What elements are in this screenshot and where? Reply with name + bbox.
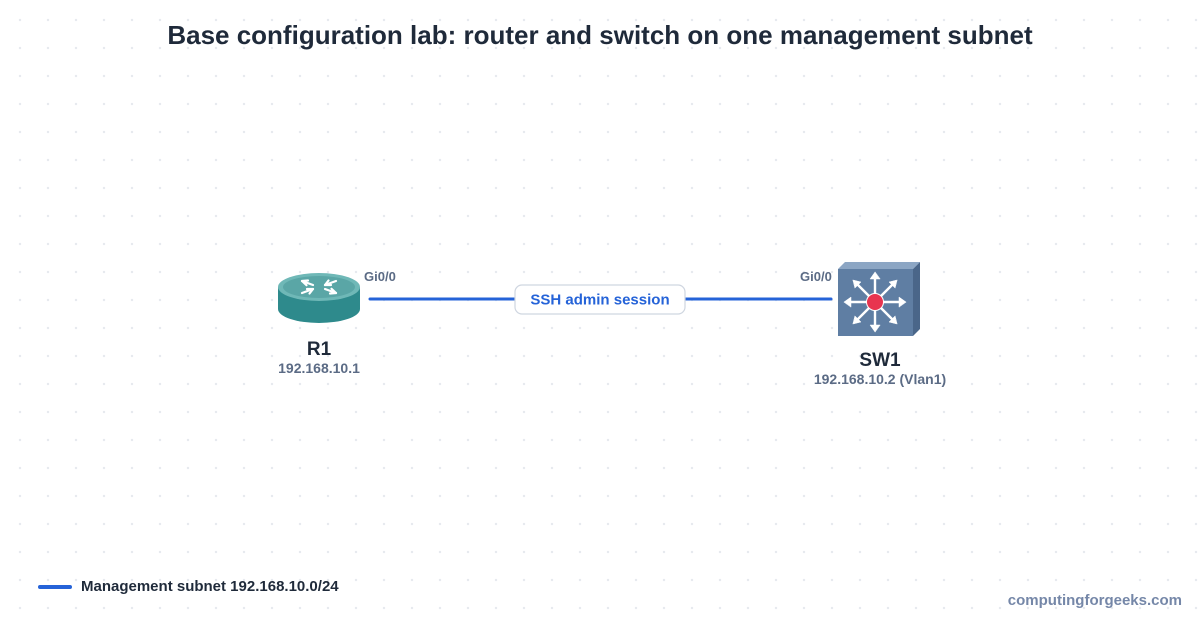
page-title: Base configuration lab: router and switc… [167, 20, 1033, 50]
switch-top-face [838, 262, 920, 269]
legend-label: Management subnet 192.168.10.0/24 [81, 578, 339, 595]
router-top-inner [283, 276, 355, 298]
legend-line-swatch [38, 584, 72, 589]
router-ip: 192.168.10.1 [278, 360, 360, 376]
switch-name: SW1 [859, 350, 901, 371]
link-label: SSH admin session [514, 284, 686, 315]
switch-center-dot [866, 293, 884, 311]
link-label-box [514, 284, 686, 315]
switch-ip: 192.168.10.2 (Vlan1) [814, 371, 946, 387]
watermark: computingforgeeks.com [1007, 592, 1182, 609]
multilayer-switch-icon[interactable] [838, 262, 920, 336]
switch-interface-label: Gi0/0 [800, 269, 832, 284]
router-arrows-icon [300, 279, 338, 295]
switch-side-face [913, 262, 920, 336]
link-label-text: SSH admin session [530, 292, 669, 309]
router-icon[interactable] [278, 273, 360, 323]
router-name: R1 [307, 339, 332, 360]
legend: Management subnet 192.168.10.0/24 [38, 578, 339, 595]
router-interface-label: Gi0/0 [364, 269, 396, 284]
